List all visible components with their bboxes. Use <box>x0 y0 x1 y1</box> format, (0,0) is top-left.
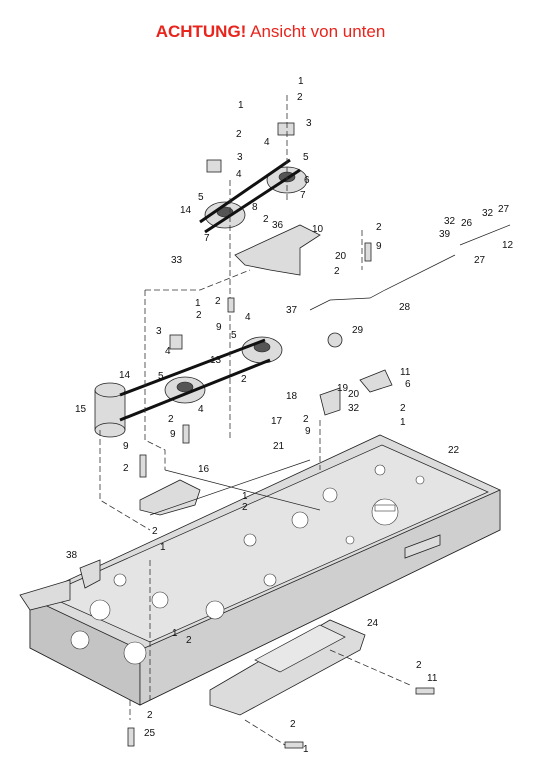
label-1: 1 <box>242 491 248 502</box>
label-2: 2 <box>123 463 129 474</box>
label-9: 9 <box>376 241 382 252</box>
label-22: 22 <box>448 445 460 456</box>
label-36: 36 <box>272 220 284 231</box>
label-20: 20 <box>348 389 360 400</box>
label-18: 18 <box>286 391 298 402</box>
label-14: 14 <box>119 370 131 381</box>
upper-pulley-assembly <box>199 122 321 276</box>
label-16: 16 <box>198 464 210 475</box>
label-20: 20 <box>335 251 347 262</box>
label-14: 14 <box>180 205 192 216</box>
title-text: Ansicht von unten <box>250 22 386 41</box>
label-1: 1 <box>400 417 406 428</box>
label-9: 9 <box>305 426 311 437</box>
label-6: 6 <box>304 175 310 186</box>
label-1: 1 <box>238 100 244 111</box>
label-9: 9 <box>216 322 222 333</box>
label-11: 11 <box>400 367 411 378</box>
label-19: 19 <box>337 383 349 394</box>
label-7: 7 <box>300 190 306 201</box>
label-15: 15 <box>75 404 87 415</box>
label-7: 7 <box>204 233 210 244</box>
label-32: 32 <box>482 208 494 219</box>
label-1: 1 <box>303 744 309 755</box>
label-9: 9 <box>170 429 176 440</box>
label-8: 8 <box>252 202 258 213</box>
label-24: 24 <box>367 618 379 629</box>
label-2: 2 <box>263 214 269 225</box>
label-2: 2 <box>334 266 340 277</box>
label-4: 4 <box>198 404 204 415</box>
label-21: 21 <box>273 441 285 452</box>
label-32: 32 <box>348 403 360 414</box>
label-11: 11 <box>427 673 438 684</box>
label-5: 5 <box>158 371 164 382</box>
label-2: 2 <box>241 374 247 385</box>
label-39: 39 <box>439 229 451 240</box>
label-4: 4 <box>245 312 251 323</box>
label-38: 38 <box>66 550 78 561</box>
label-5: 5 <box>231 330 237 341</box>
label-2: 2 <box>416 660 422 671</box>
label-6: 6 <box>405 379 411 390</box>
label-27: 27 <box>498 204 510 215</box>
label-33: 33 <box>171 255 183 266</box>
label-2: 2 <box>376 222 382 233</box>
label-17: 17 <box>271 416 283 427</box>
label-9: 9 <box>123 441 129 452</box>
label-2: 2 <box>168 414 174 425</box>
label-28: 28 <box>399 302 411 313</box>
linkage-rods <box>79 224 511 589</box>
label-2: 2 <box>147 710 153 721</box>
label-4: 4 <box>236 169 242 180</box>
label-3: 3 <box>237 152 243 163</box>
label-2: 2 <box>152 526 158 537</box>
label-12: 12 <box>502 240 514 251</box>
label-2: 2 <box>236 129 242 140</box>
label-2: 2 <box>303 414 309 425</box>
warning-word: ACHTUNG! <box>155 22 247 41</box>
label-10: 10 <box>312 224 324 235</box>
label-1: 1 <box>298 76 304 87</box>
label-13: 13 <box>210 355 222 366</box>
cover-plate <box>209 619 366 716</box>
label-29: 29 <box>352 325 364 336</box>
label-32: 32 <box>444 216 456 227</box>
label-5: 5 <box>303 152 309 163</box>
label-2: 2 <box>196 310 202 321</box>
label-4: 4 <box>165 346 171 357</box>
label-3: 3 <box>306 118 312 129</box>
label-3: 3 <box>156 326 162 337</box>
lower-pulley-assembly <box>94 334 283 516</box>
label-1: 1 <box>195 298 201 309</box>
label-1: 1 <box>160 542 166 553</box>
label-2: 2 <box>242 502 248 513</box>
label-1: 1 <box>172 628 178 639</box>
label-2: 2 <box>186 635 192 646</box>
label-2: 2 <box>290 719 296 730</box>
label-5: 5 <box>198 192 204 203</box>
label-2: 2 <box>400 403 406 414</box>
diagram-title: ACHTUNG! Ansicht von unten <box>0 22 541 42</box>
label-26: 26 <box>461 218 473 229</box>
label-2: 2 <box>215 296 221 307</box>
bolts <box>127 242 435 749</box>
label-37: 37 <box>286 305 298 316</box>
label-25: 25 <box>144 728 156 739</box>
label-4: 4 <box>264 137 270 148</box>
chassis-plate <box>19 434 501 706</box>
label-27: 27 <box>474 255 486 266</box>
callout-labels: 1 1 2 3 2 4 5 3 4 6 5 7 14 8 2 36 10 7 2… <box>66 76 514 755</box>
label-2: 2 <box>297 92 303 103</box>
